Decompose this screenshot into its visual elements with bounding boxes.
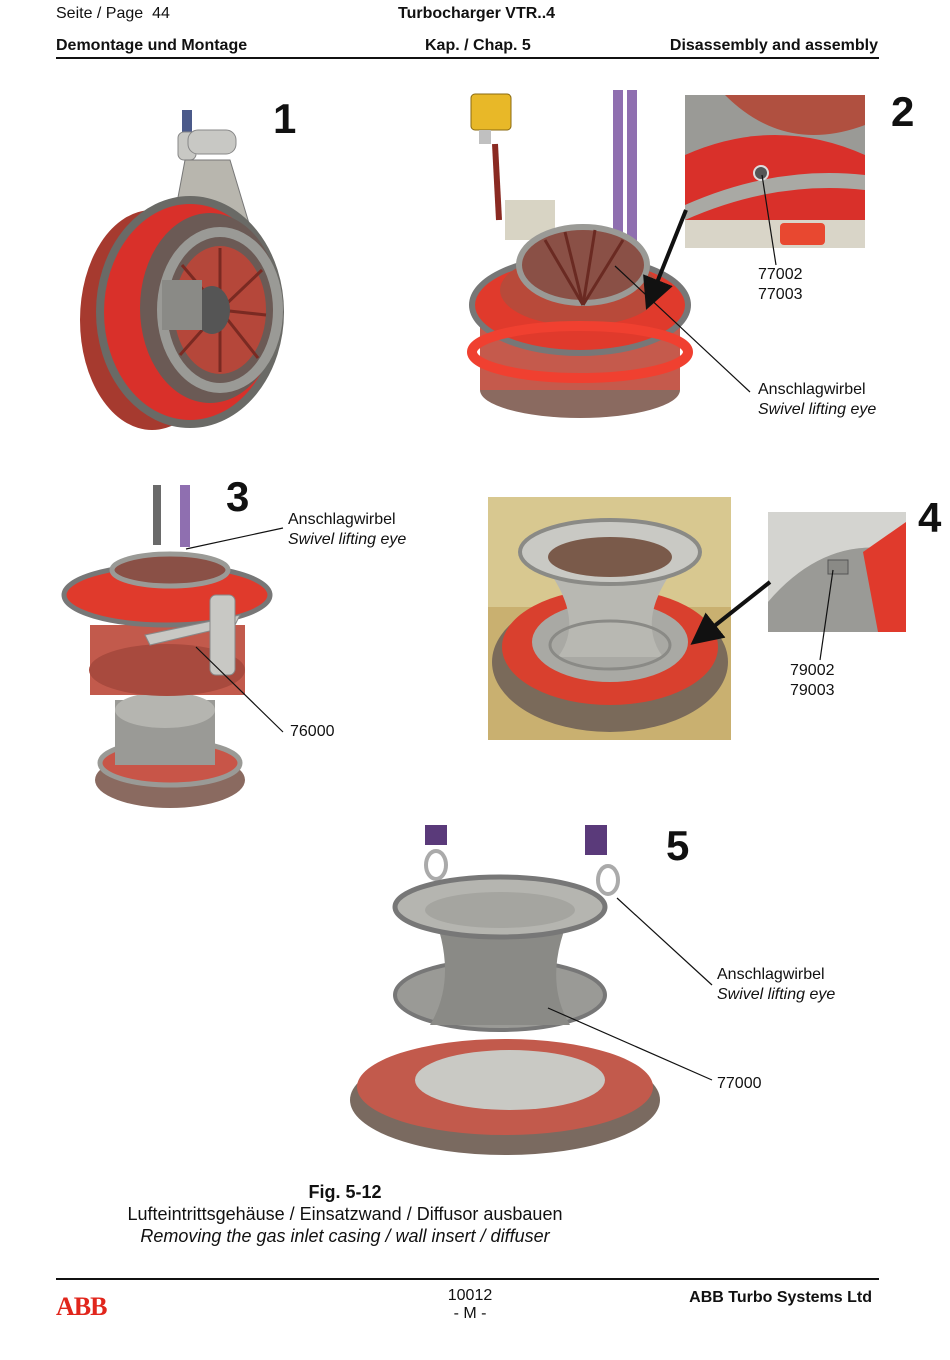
page-number: 44 <box>152 5 170 22</box>
figure-2-inset-photo <box>685 95 865 248</box>
doc-revision: - M - <box>453 1305 487 1322</box>
figure-3-label-en: Swivel lifting eye <box>288 531 407 548</box>
figure-5-number: 5 <box>666 822 690 869</box>
figure-3-label-de: Anschlagwirbel <box>288 511 396 528</box>
figure-4-part-code-a: 79002 <box>790 662 835 679</box>
chapter-label: Kap. / Chap. 5 <box>425 37 531 54</box>
figure-caption-id: Fig. 5-12 <box>308 1182 382 1202</box>
footer-rule <box>56 1278 879 1280</box>
doc-title: Turbocharger VTR..4 <box>398 5 556 22</box>
figure-5-part-code: 77000 <box>717 1075 762 1092</box>
page-label: Seite / Page 44 <box>56 5 170 23</box>
company-name: ABB Turbo Systems Ltd <box>689 1289 872 1306</box>
figure-5-label-de: Anschlagwirbel <box>717 966 825 983</box>
figure-3-number: 3 <box>226 473 250 520</box>
figure-caption-en: Removing the gas inlet casing / wall ins… <box>140 1226 550 1246</box>
figure-5-label-en: Swivel lifting eye <box>717 986 836 1003</box>
figure-2-label-de: Anschlagwirbel <box>758 381 866 398</box>
figure-4-part-code-b: 79003 <box>790 682 835 699</box>
figure-4-number: 4 <box>918 494 942 541</box>
figure-1-photo <box>80 110 284 430</box>
figure-5-photo <box>350 825 660 1155</box>
figure-4-photo <box>488 497 731 740</box>
figure-caption-de: Lufteintrittsgehäuse / Einsatzwand / Dif… <box>127 1204 563 1224</box>
figure-2-part-code-a: 77002 <box>758 266 803 283</box>
section-title-en: Disassembly and assembly <box>669 37 878 54</box>
page-label-text: Seite / Page <box>56 5 144 22</box>
section-title-de: Demontage und Montage <box>56 37 248 54</box>
figure-4-inset-photo <box>768 512 906 632</box>
figure-2-label-en: Swivel lifting eye <box>758 401 877 418</box>
figure-1-number: 1 <box>273 95 297 142</box>
abb-logo: ABB <box>56 1292 107 1321</box>
figure-2-part-code-b: 77003 <box>758 286 803 303</box>
figure-3-photo <box>61 485 273 808</box>
header-rule <box>56 57 879 59</box>
figure-2-number: 2 <box>891 88 915 135</box>
doc-code: 10012 <box>447 1287 493 1304</box>
figure-3-part-code: 76000 <box>290 723 335 740</box>
figure-2-photo <box>467 90 693 418</box>
doc-code-block: 10012 - M - <box>420 1287 520 1323</box>
